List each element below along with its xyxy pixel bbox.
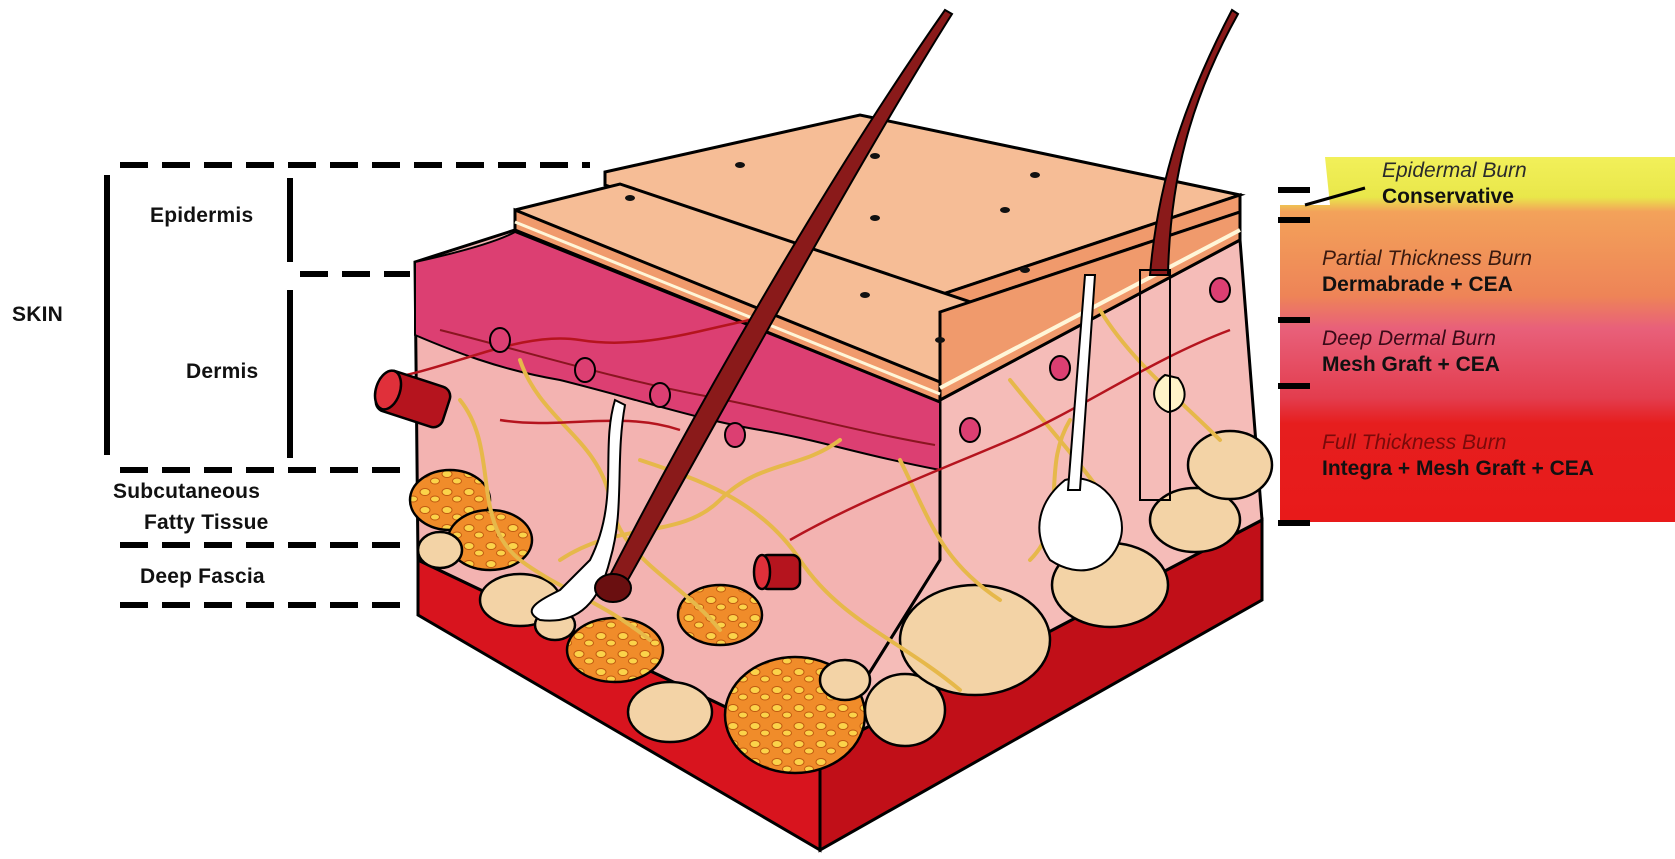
label-subcutaneous: Subcutaneous [113, 480, 260, 504]
label-skin: SKIN [12, 303, 63, 327]
burn-deep-dermal-type: Deep Dermal Burn [1322, 326, 1500, 352]
label-dermis: Dermis [186, 360, 258, 384]
burn-full-type: Full Thickness Burn [1322, 430, 1594, 456]
burn-epidermal: Epidermal Burn Conservative [1382, 158, 1527, 210]
burn-full-thickness: Full Thickness Burn Integra + Mesh Graft… [1322, 430, 1594, 482]
burn-partial-thickness: Partial Thickness Burn Dermabrade + CEA [1322, 246, 1532, 298]
burn-partial-treatment: Dermabrade + CEA [1322, 272, 1532, 298]
label-deep-fascia: Deep Fascia [140, 565, 265, 589]
label-epidermis: Epidermis [150, 204, 253, 228]
burn-full-treatment: Integra + Mesh Graft + CEA [1322, 456, 1594, 482]
burn-partial-type: Partial Thickness Burn [1322, 246, 1532, 272]
label-fatty-tissue: Fatty Tissue [144, 511, 269, 535]
burn-deep-dermal-treatment: Mesh Graft + CEA [1322, 352, 1500, 378]
burn-epidermal-treatment: Conservative [1382, 184, 1527, 210]
burn-epidermal-type: Epidermal Burn [1382, 158, 1527, 184]
burn-deep-dermal: Deep Dermal Burn Mesh Graft + CEA [1322, 326, 1500, 378]
